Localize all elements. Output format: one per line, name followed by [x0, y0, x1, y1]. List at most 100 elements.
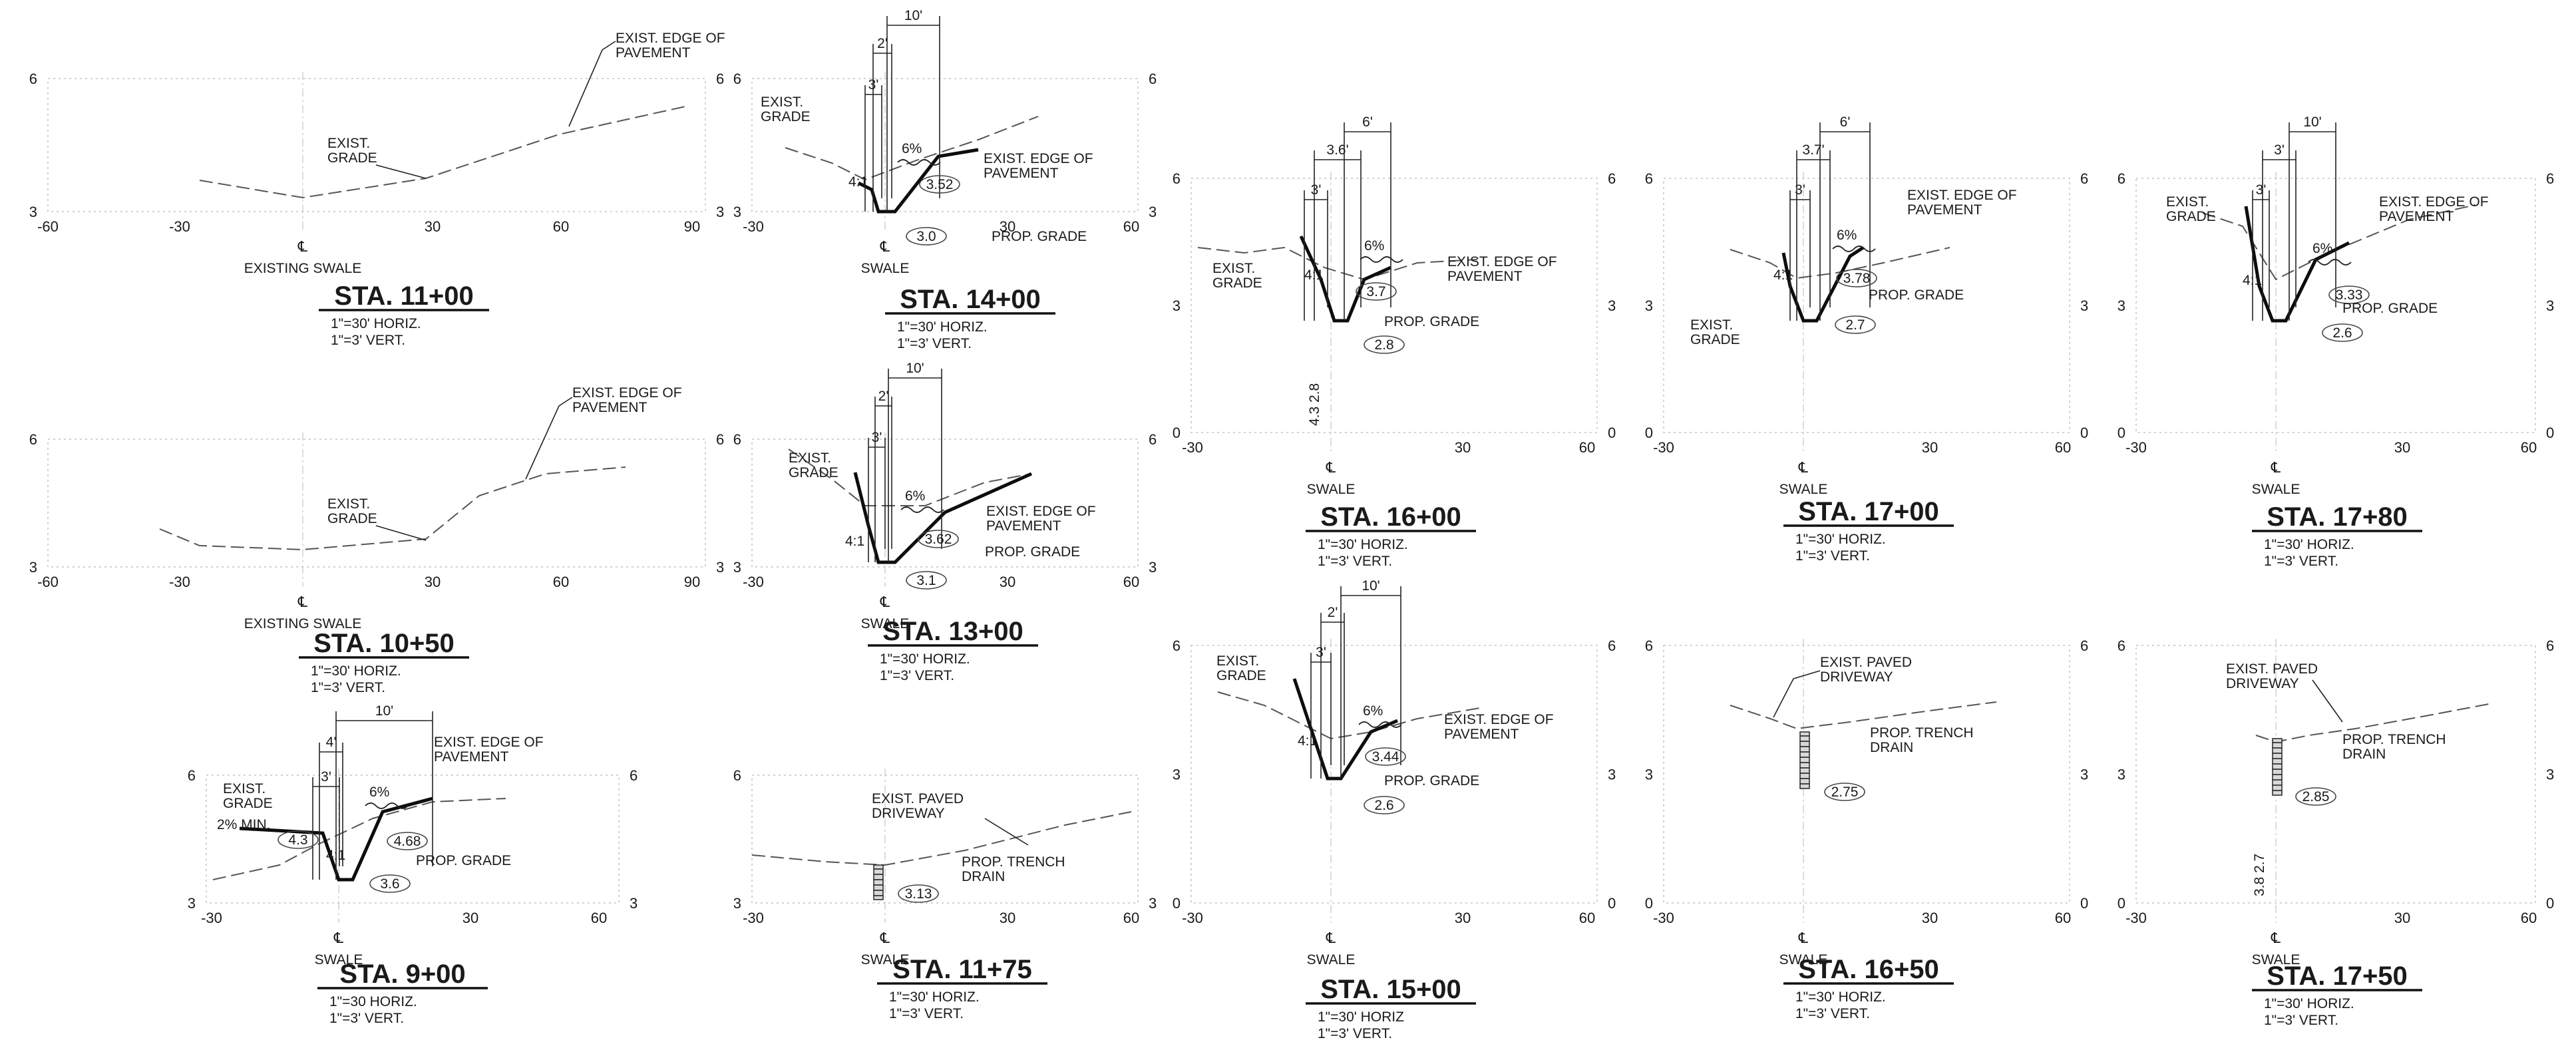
x-tick-label: -30 — [1182, 439, 1203, 456]
side-slope-label: 4:1 — [848, 174, 868, 190]
vertical-scale-note: 1"=3' VERT. — [1795, 548, 1870, 564]
x-tick-label: 30 — [2394, 439, 2410, 456]
horizontal-scale-note: 1"=30' HORIZ. — [889, 989, 980, 1005]
y-tick-right: 6 — [1149, 431, 1157, 448]
y-tick-left: 3 — [733, 204, 741, 220]
x-tick-label: 30 — [1000, 574, 1015, 590]
vertical-scale-note: 1"=3' VERT. — [889, 1006, 964, 1021]
side-slope-label: 4:1 — [1773, 267, 1793, 283]
y-tick-left: 3 — [2117, 297, 2125, 314]
break-line-symbol — [1360, 256, 1403, 263]
y-tick-left: 6 — [733, 431, 741, 448]
y-tick-left: 6 — [29, 71, 37, 87]
horizontal-scale-note: 1"=30' HORIZ — [1318, 1009, 1404, 1025]
prop-grade-label: PROP. GRADE — [416, 853, 511, 868]
dimension-label: 3' — [1795, 182, 1805, 198]
vertical-scale-note: 1"=3' VERT. — [1795, 1006, 1870, 1021]
exist-grade-label: EXIST.GRADE — [2166, 194, 2216, 224]
exist-grade-label: EXIST.GRADE — [1212, 261, 1262, 291]
centerline-symbol: ℄ — [297, 594, 308, 610]
elevation-oval — [277, 830, 319, 849]
existing-ground-line — [2202, 204, 2476, 281]
centerline-label: SWALE — [315, 952, 363, 967]
y-tick-right: 3 — [1149, 895, 1157, 912]
leader-line — [1773, 670, 1821, 718]
y-tick-left: 6 — [2117, 170, 2125, 187]
y-tick-right: 3 — [2546, 297, 2554, 314]
elevation-oval — [1365, 747, 1406, 766]
prop-grade-label: PROP. GRADE — [1869, 287, 1964, 303]
dimension-label: 10' — [375, 703, 393, 719]
vertical-scale-note: 1"=3' VERT. — [331, 333, 405, 348]
x-tick-label: -30 — [2125, 910, 2147, 926]
station-title: STA. 16+00 — [1320, 502, 1461, 532]
elevation-oval — [2322, 323, 2363, 342]
y-tick-right: 3 — [1608, 297, 1616, 314]
vertical-scale-note: 1"=3' VERT. — [897, 336, 972, 351]
x-tick-label: 30 — [425, 574, 441, 590]
elevation-oval — [1364, 335, 1405, 354]
y-tick-left: 0 — [2117, 895, 2125, 912]
y-tick-left: 3 — [1645, 297, 1653, 314]
leader-line — [984, 818, 1029, 846]
x-tick-label: 60 — [1579, 910, 1595, 926]
cross-slope-label: 6% — [1364, 238, 1384, 254]
break-line-symbol — [897, 159, 941, 166]
centerline-symbol: ℄ — [2271, 930, 2281, 946]
y-tick-right: 0 — [2080, 895, 2088, 912]
dimension-label: 3' — [872, 430, 882, 445]
x-tick-label: -30 — [201, 910, 222, 926]
elevation-value: 3.33 — [2336, 287, 2363, 303]
y-tick-right: 6 — [1608, 170, 1616, 187]
cross-slope-label: 6% — [902, 141, 922, 156]
x-tick-label: 60 — [2521, 910, 2537, 926]
x-tick-label: 60 — [2521, 439, 2537, 456]
centerline-symbol: ℄ — [1326, 459, 1336, 476]
exist-grade-label: EXIST.GRADE — [761, 94, 811, 124]
dimension-label: 10' — [1362, 578, 1380, 594]
proposed-grade-line — [853, 472, 1033, 564]
centerline-label: SWALE — [1307, 482, 1356, 497]
existing-ground-line — [1730, 247, 1950, 279]
horizontal-scale-note: 1"=30' HORIZ. — [2264, 537, 2354, 552]
dimension-label: 3' — [2274, 142, 2285, 158]
y-tick-left: 6 — [29, 431, 37, 448]
side-slope-label: 4:1 — [845, 534, 864, 549]
existing-ground-line — [199, 106, 686, 199]
break-line-symbol — [1358, 721, 1402, 728]
prop-grade-label: PROP. GRADE — [992, 229, 1087, 244]
prop-grade-label: PROP. GRADE — [1384, 773, 1479, 789]
elevation-value: 2.8 — [1374, 337, 1393, 353]
break-line-symbol — [1832, 246, 1876, 252]
section-frame — [2135, 645, 2536, 904]
centerline-label: SWALE — [1779, 952, 1828, 967]
x-tick-label: -30 — [1182, 910, 1203, 926]
station-title: STA. 17+00 — [1798, 497, 1939, 526]
horizontal-scale-note: 1"=30' HORIZ. — [331, 316, 421, 331]
trench-drain-symbol — [873, 864, 884, 900]
dimension-label: 4' — [326, 735, 337, 750]
y-tick-right: 3 — [1149, 204, 1157, 220]
section-frame — [751, 775, 1139, 904]
elevation-oval — [906, 571, 947, 590]
side-slope-label: 4:1 — [2243, 273, 2262, 288]
vertical-scale-note: 1"=3' VERT. — [329, 1011, 404, 1026]
existing-ground-line — [751, 811, 1132, 866]
elevation-value: 2.75 — [1831, 785, 1859, 800]
y-tick-left: 6 — [1645, 637, 1653, 654]
x-tick-label: 30 — [1455, 439, 1471, 456]
elevation-oval — [906, 227, 947, 246]
station-title: STA. 16+50 — [1798, 955, 1939, 984]
x-tick-label: 60 — [553, 218, 569, 235]
